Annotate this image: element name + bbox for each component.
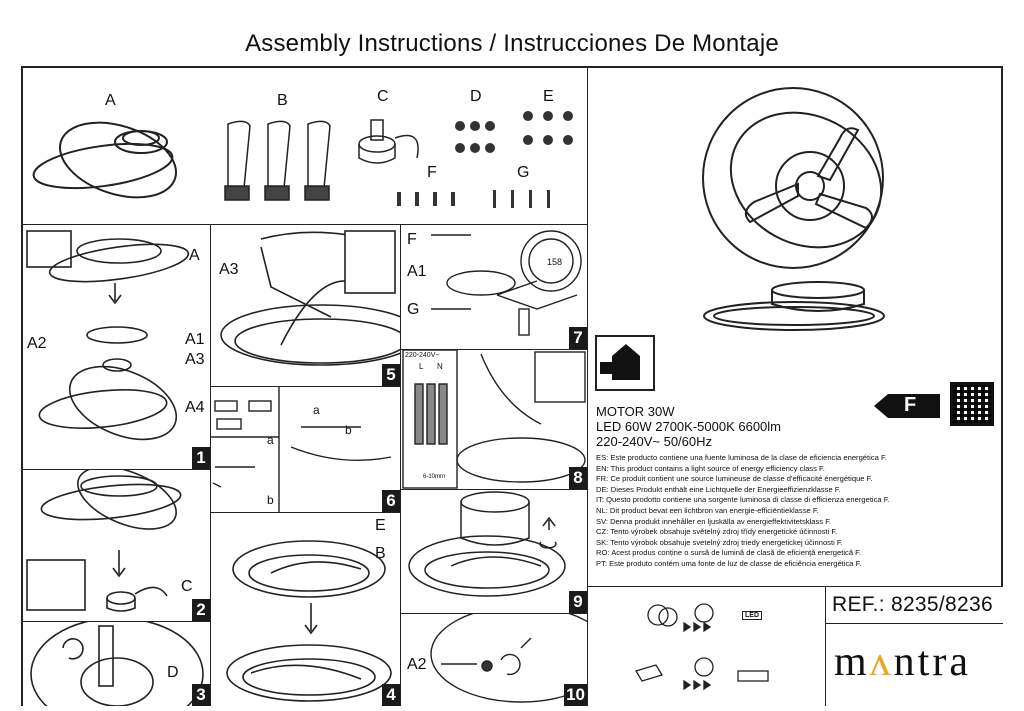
parts-drawing [32, 111, 573, 208]
step-8-drawing [402, 350, 586, 489]
step-6-label-b-left: b [267, 493, 274, 507]
step-8-label-n: N [437, 362, 443, 371]
spec-voltage: 220-240V~ 50/60Hz [596, 434, 713, 449]
part-label-c: C [377, 88, 389, 105]
part-label-a: A [105, 92, 116, 109]
step-8-strip-length: 6-10mm [423, 474, 446, 480]
step-8-number: 8 [569, 467, 587, 489]
step-1-label-a: A [189, 247, 200, 264]
energy-statements: ES: Este producto contiene una fuente lu… [596, 453, 976, 570]
step-7-panel: F A1 G 158 7 [401, 225, 588, 350]
step-4-panel: E B 4 [211, 513, 401, 706]
step-9-drawing [408, 491, 566, 597]
step-10-panel: A2 10 [401, 614, 588, 706]
energy-statement: IT: Questo prodotto contiene una sorgent… [596, 495, 890, 505]
step-4-number: 4 [382, 684, 400, 706]
spec-led: LED 60W 2700K-5000K 6600lm [596, 419, 782, 434]
step-2-drawing [26, 470, 182, 612]
step-7-label-g: G [407, 301, 420, 318]
brand-panel: mʌntra [826, 624, 1003, 706]
step-2-number: 2 [192, 599, 210, 621]
step-5-panel: A3 5 [211, 225, 401, 387]
part-label-e: E [543, 88, 554, 105]
step-1-label-a3: A3 [185, 351, 205, 368]
step-3-label-d: D [167, 664, 179, 681]
step-10-number: 10 [564, 684, 587, 706]
energy-statement: FR: Ce produit contient une source lumin… [596, 474, 873, 484]
parts-panel: A B C D E F G [23, 68, 588, 225]
led-icon: LED [742, 611, 762, 620]
step-6-label-b-right: b [345, 423, 352, 437]
step-10-label-a2: A2 [407, 656, 427, 673]
step-4-label-e: E [375, 517, 386, 534]
product-drawing [702, 87, 885, 331]
energy-statement: CZ: Tento výrobek obsahuje světelný zdro… [596, 527, 838, 537]
step-1-label-a1: A1 [185, 331, 205, 348]
energy-statement: DE: Dieses Produkt enthält eine Lichtque… [596, 484, 841, 494]
brand-logo: mʌntra [834, 639, 971, 685]
product-reference: REF.: 8235/8236 [832, 593, 993, 616]
step-8-voltage: 220-240V~ [405, 352, 440, 359]
spec-motor: MOTOR 30W [596, 404, 675, 419]
recycling-drawing [635, 603, 769, 691]
step-5-label-a3: A3 [219, 261, 239, 278]
energy-statement: SK: Tento výrobok obsahuje svetelný zdro… [596, 537, 843, 547]
step-8-panel: 220-240V~ L N 6-10mm 8 [401, 350, 588, 490]
energy-statement: ES: Este producto contiene una fuente lu… [596, 453, 887, 462]
step-5-drawing [220, 230, 400, 366]
step-6-number: 6 [382, 490, 400, 512]
step-8-label-l: L [419, 362, 424, 371]
energy-statement: EN: This product contains a light source… [596, 463, 825, 473]
product-panel: MOTOR 30W LED 60W 2700K-5000K 6600lm 220… [588, 68, 1003, 586]
energy-statement: RO: Acest produs conține o sursă de lumi… [596, 548, 862, 558]
energy-statement: SV: Denna produkt innehåller en ljuskäll… [596, 516, 832, 526]
step-6-label-a-right: a [313, 403, 320, 417]
step-4-drawing [226, 540, 392, 702]
part-label-b: B [277, 92, 288, 109]
step-7-drawing [431, 230, 582, 336]
step-7-number: 7 [569, 327, 587, 349]
energy-statement: NL: Dit product bevat een lichtbron van … [596, 505, 819, 515]
step-9-number: 9 [569, 591, 587, 613]
step-1-number: 1 [192, 447, 210, 469]
part-label-d: D [470, 88, 482, 105]
part-label-f: F [427, 164, 437, 181]
step-7-dimension: 158 [547, 257, 563, 267]
step-2-panel: C 2 [23, 470, 211, 622]
step-3-panel: D 3 [23, 622, 211, 706]
step-7-label-f: F [407, 231, 417, 248]
page-title: Assembly Instructions / Instrucciones De… [245, 30, 779, 57]
reference-panel: REF.: 8235/8236 [826, 586, 1003, 624]
step-1-panel: A A2 A1 A3 A4 1 [23, 225, 211, 470]
step-7-label-a1: A1 [407, 263, 427, 280]
step-4-label-b: B [375, 545, 386, 562]
step-3-drawing [30, 622, 204, 706]
step-10-drawing [430, 614, 587, 703]
energy-statement: PT: Este produto contém uma fonte de luz… [596, 558, 862, 568]
instruction-sheet: A B C D E F G [21, 66, 1003, 706]
step-6-drawing [211, 387, 392, 512]
step-1-label-a4: A4 [185, 399, 205, 416]
step-6-label-a-left: a [267, 433, 274, 447]
step-1-label-a2: A2 [27, 335, 47, 352]
step-6-panel: a b a b 6 [211, 387, 401, 513]
step-2-label-c: C [181, 578, 193, 595]
part-label-g: G [517, 164, 530, 181]
step-9-panel: 9 [401, 490, 588, 614]
step-1-drawing [26, 230, 190, 441]
qr-code-icon [950, 382, 994, 426]
step-5-number: 5 [382, 364, 400, 386]
recycling-panel: LED [588, 586, 826, 706]
step-3-number: 3 [192, 684, 210, 706]
energy-class-badge: F [904, 394, 917, 416]
